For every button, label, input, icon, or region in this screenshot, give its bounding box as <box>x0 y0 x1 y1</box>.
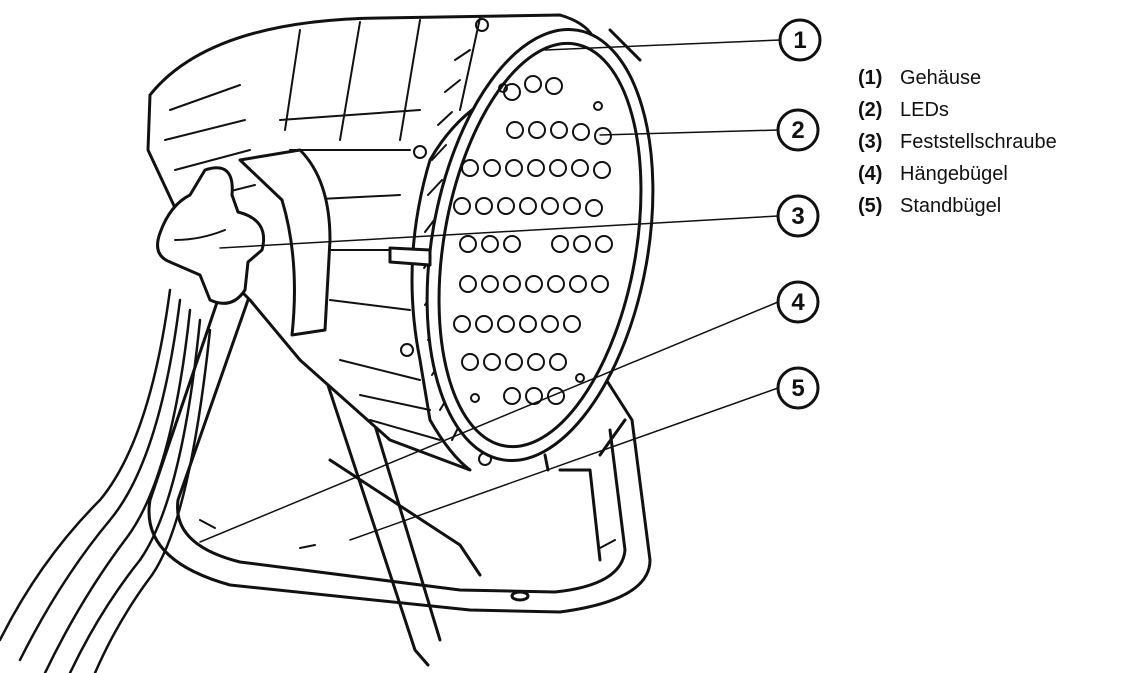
housing <box>146 13 598 472</box>
legend-item: (4) Hängebügel <box>858 158 1057 190</box>
legend-item: (3) Feststellschraube <box>858 126 1057 158</box>
legend-item: (5) Standbügel <box>858 190 1057 222</box>
legend-number: (4) <box>858 162 883 185</box>
legend-number: (3) <box>858 130 883 153</box>
callout-3-number: 3 <box>791 203 804 230</box>
callout-4: 4 <box>776 280 820 324</box>
callout-2: 2 <box>776 108 820 152</box>
led-array <box>453 75 613 405</box>
legend-item: (2) LEDs <box>858 94 1057 126</box>
callout-2-number: 2 <box>791 117 804 144</box>
hanging-bracket <box>156 148 432 337</box>
callout-3: 3 <box>776 194 820 238</box>
parts-legend: (1) Gehäuse (2) LEDs (3) Feststellschrau… <box>858 62 1057 222</box>
legend-label: Hängebügel <box>900 162 1008 185</box>
callout-1-number: 1 <box>793 27 806 54</box>
callout-5-number: 5 <box>791 375 804 402</box>
legend-label: Feststellschraube <box>900 130 1057 153</box>
front-bezel <box>425 27 655 472</box>
leader-lines <box>199 39 781 543</box>
callout-1: 1 <box>778 18 822 62</box>
legend-item: (1) Gehäuse <box>858 62 1057 94</box>
power-cables <box>0 288 212 673</box>
callout-5: 5 <box>776 366 820 410</box>
legend-number: (5) <box>858 194 883 217</box>
legend-number: (1) <box>858 66 883 89</box>
legend-number: (2) <box>858 98 883 121</box>
legend-label: LEDs <box>900 98 949 121</box>
legend-label: Gehäuse <box>900 66 982 89</box>
callout-4-number: 4 <box>791 289 805 316</box>
legend-label: Standbügel <box>900 194 1002 217</box>
